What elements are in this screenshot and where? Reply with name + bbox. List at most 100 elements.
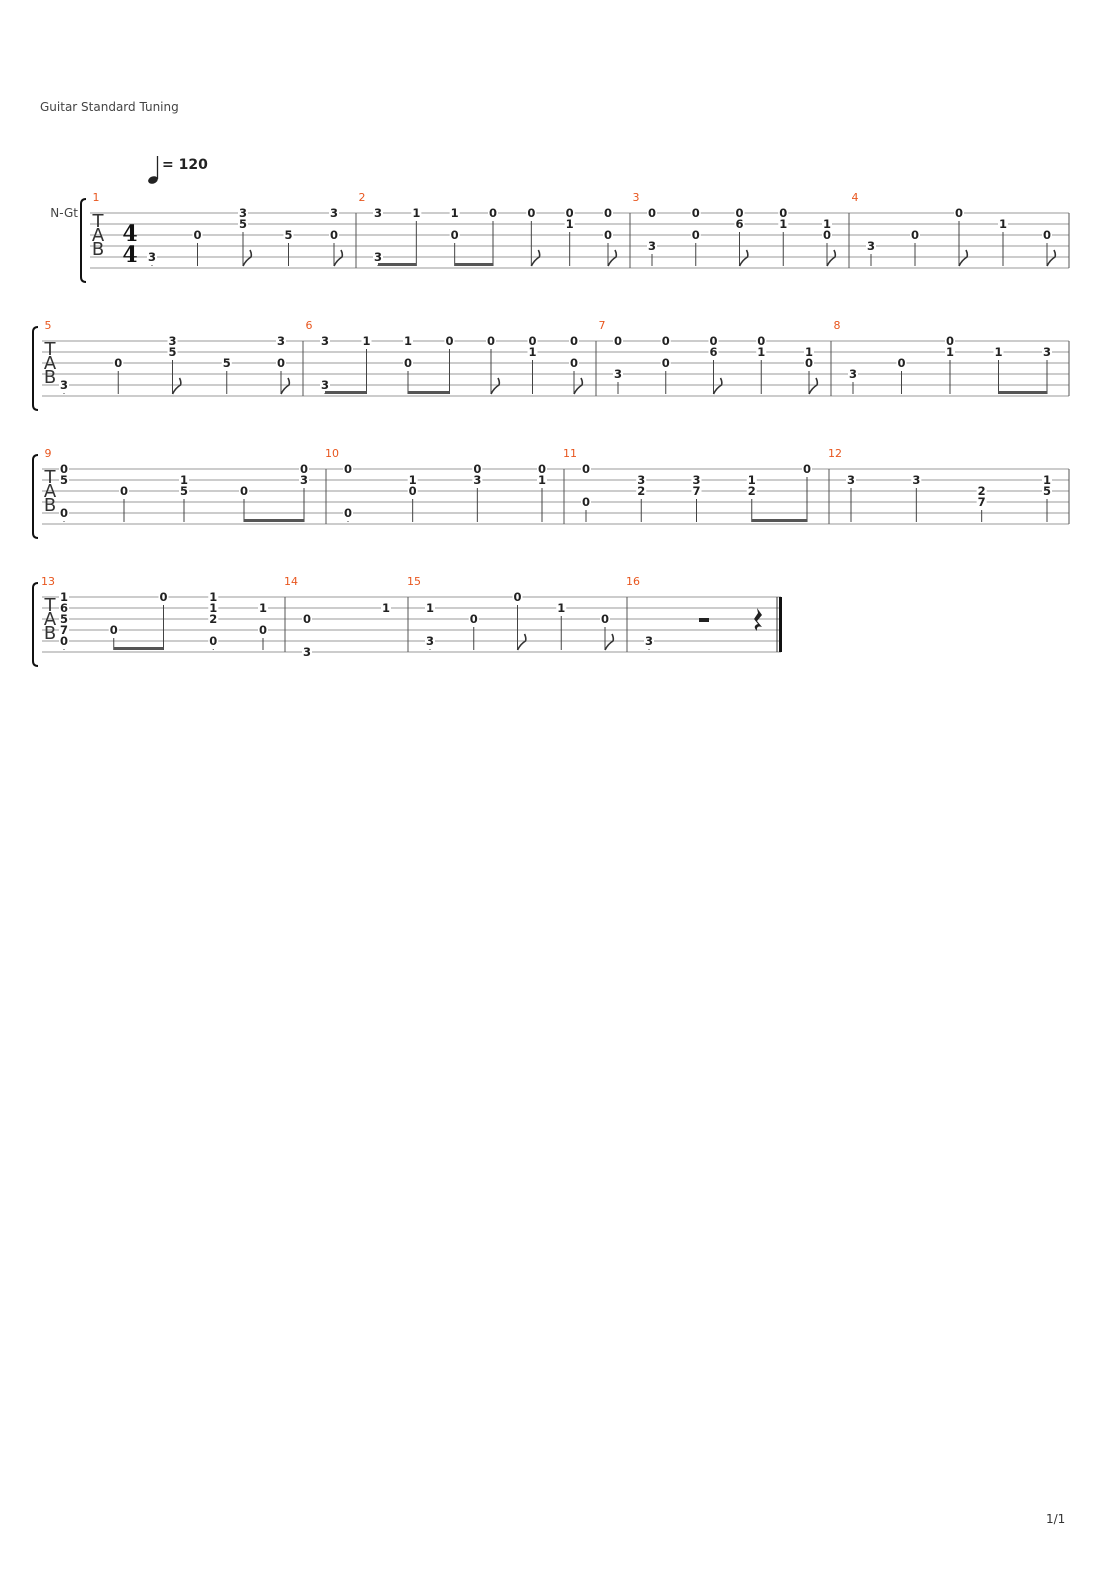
fret-number: 7 [60, 623, 68, 637]
measure-number: 13 [41, 575, 55, 588]
fret-bg [822, 218, 832, 229]
fret-bg [329, 229, 339, 240]
fret-bg [59, 613, 69, 624]
fret-number: 0 [735, 206, 743, 220]
fret-bg [59, 507, 69, 518]
fret-bg [512, 591, 523, 602]
fret-bg [59, 635, 69, 646]
fret-bg [411, 207, 422, 218]
beam [325, 391, 367, 394]
fret-number: 3 [867, 239, 875, 253]
fret-number: 0 [487, 334, 495, 348]
fret-number: 1 [209, 601, 217, 615]
measure-number: 3 [633, 191, 640, 204]
eighth-flag-icon [171, 377, 182, 395]
fret-bg [59, 474, 69, 485]
fret-number: 0 [911, 228, 919, 242]
fret-number: 0 [404, 356, 412, 370]
fret-number: 5 [180, 484, 188, 498]
fret-number: 0 [330, 228, 338, 242]
fret-bg [846, 474, 856, 485]
fret-bg [945, 346, 955, 357]
fret-number: 0 [209, 634, 217, 648]
fret-number: 0 [805, 356, 813, 370]
measure-number: 9 [45, 447, 52, 460]
fret-bg [537, 474, 547, 485]
fret-number: 2 [978, 484, 986, 498]
fret-bg [238, 218, 248, 229]
fret-number: 2 [637, 484, 645, 498]
fret-bg [527, 335, 538, 346]
fret-bg [993, 346, 1004, 357]
system-bracket [32, 326, 39, 411]
fret-number: 1 [1043, 473, 1051, 487]
fret-bg [208, 635, 219, 646]
fret-number: 0 [473, 462, 481, 476]
fret-number: 5 [239, 217, 247, 231]
system-bracket [32, 582, 39, 667]
fret-bg [381, 602, 391, 613]
fret-bg [746, 474, 757, 485]
fret-bg [320, 379, 330, 390]
fret-number: 0 [897, 356, 905, 370]
fret-bg [910, 229, 920, 240]
fret-bg [299, 463, 309, 474]
fret-bg [603, 207, 613, 218]
fret-bg [59, 591, 69, 602]
fret-number: 1 [994, 345, 1002, 359]
fret-bg [527, 346, 538, 357]
fret-number: 0 [240, 484, 248, 498]
fret-number: 0 [601, 612, 609, 626]
eighth-flag-icon [826, 249, 837, 267]
fret-number: 0 [60, 462, 68, 476]
fret-number: 0 [648, 206, 656, 220]
fret-number: 0 [513, 590, 521, 604]
fret-bg [734, 218, 745, 229]
fret-number: 0 [946, 334, 954, 348]
fret-number: 0 [60, 634, 68, 648]
fret-number: 1 [557, 601, 565, 615]
fret-bg [526, 207, 537, 218]
fret-bg [636, 485, 647, 496]
fret-number: 0 [527, 206, 535, 220]
fret-number: 0 [692, 206, 700, 220]
fret-bg [403, 357, 413, 368]
fret-number: 6 [709, 345, 717, 359]
tab-clef-letter: A [44, 481, 57, 502]
measure-number: 2 [359, 191, 366, 204]
eighth-flag-icon [738, 249, 749, 267]
fret-bg [1042, 485, 1052, 496]
fret-number: 0 [692, 228, 700, 242]
tab-clef-letter: B [44, 367, 56, 388]
fret-bg [59, 602, 69, 613]
fret-number: 1 [382, 601, 390, 615]
fret-number: 1 [566, 217, 574, 231]
fret-bg [113, 357, 124, 368]
fret-bg [564, 218, 575, 229]
fret-number: 3 [321, 334, 329, 348]
fret-bg [660, 335, 671, 346]
eighth-flag-icon [490, 377, 501, 395]
fret-bg [239, 485, 249, 496]
fret-bg [403, 335, 413, 346]
fret-bg [976, 485, 987, 496]
fret-bg [708, 346, 719, 357]
fret-bg [486, 335, 496, 346]
quarter-rest-icon [754, 608, 762, 631]
fret-bg [343, 463, 353, 474]
measure-number: 12 [828, 447, 842, 460]
eighth-flag-icon [333, 249, 344, 267]
fret-bg [848, 368, 858, 379]
fret-number: 3 [426, 634, 434, 648]
measure-number: 4 [852, 191, 859, 204]
fret-bg [147, 251, 157, 262]
tab-clef-letter: T [92, 211, 105, 232]
fret-number: 1 [528, 345, 536, 359]
fret-number: 0 [604, 228, 612, 242]
fret-bg [343, 507, 353, 518]
final-barline-thick [779, 597, 782, 652]
fret-bg [690, 229, 701, 240]
fret-number: 1 [946, 345, 954, 359]
fret-bg [167, 346, 178, 357]
